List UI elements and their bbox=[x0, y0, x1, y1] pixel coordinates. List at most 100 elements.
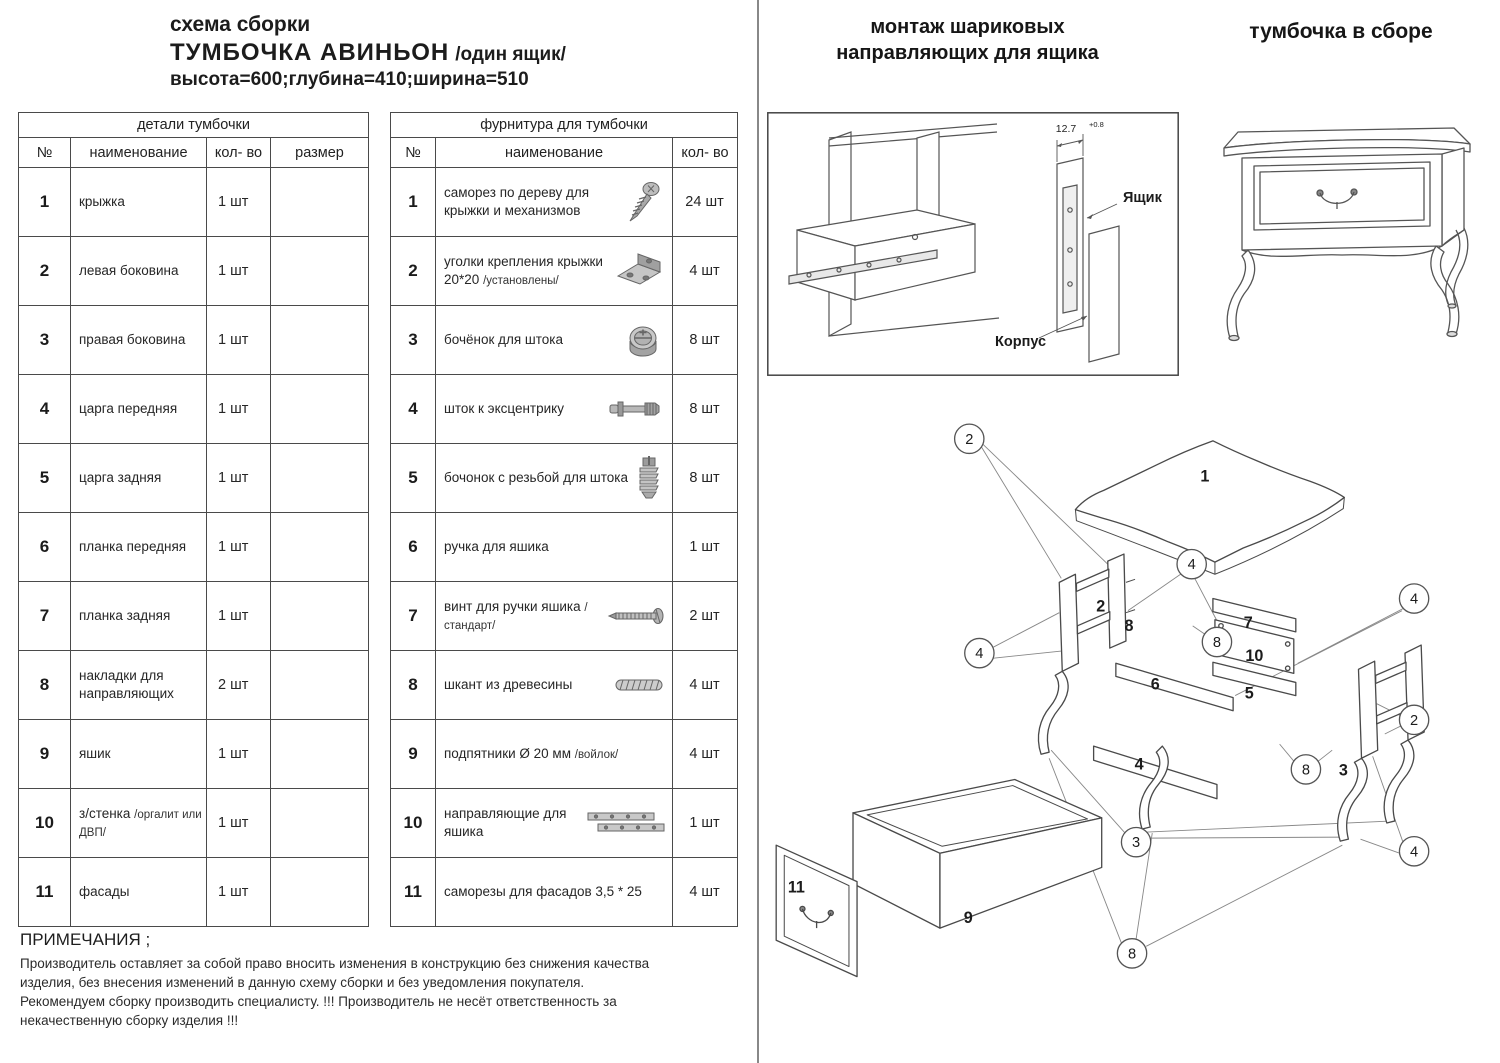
part-number: 9 bbox=[18, 719, 71, 789]
hardware-name: уголки крепления крыжки 20*20 /установле… bbox=[435, 236, 673, 306]
callout-circle: 4 bbox=[1398, 583, 1430, 614]
part-name: царга передняя bbox=[70, 374, 207, 444]
part-size bbox=[269, 443, 370, 513]
part-name: фасады bbox=[70, 857, 207, 927]
hardware-number: 3 bbox=[390, 305, 436, 375]
slide-detail-drawing bbox=[1038, 134, 1120, 363]
svg-text:8: 8 bbox=[1213, 635, 1221, 651]
svg-text:4: 4 bbox=[975, 646, 983, 662]
notes-section: ПРИМЕЧАНИЯ ; Производитель оставляет за … bbox=[20, 930, 668, 1031]
hardware-row: 11 саморезы для фасадов 3,5 * 25 4 шт bbox=[390, 857, 738, 927]
part-size bbox=[269, 719, 370, 789]
hardware-qty: 1 шт bbox=[672, 512, 738, 582]
hardware-table: фурнитура для тумбочки № наименование ко… bbox=[390, 112, 738, 927]
hardware-callouts: 2 4 4 8 4 2 8 3 4 8 bbox=[953, 423, 1430, 969]
part-label: 8 bbox=[1125, 617, 1134, 635]
callout-leader-lines bbox=[981, 442, 1404, 947]
col-header-name: наименование bbox=[70, 137, 207, 168]
callout-circle: 3 bbox=[1120, 826, 1152, 858]
hardware-table-title: фурнитура для тумбочки bbox=[390, 112, 738, 138]
part-label: 2 bbox=[1096, 598, 1105, 616]
vertical-divider bbox=[757, 0, 759, 1063]
hardware-row: 9 подпятники Ø 20 мм /войлок/ 4 шт bbox=[390, 719, 738, 789]
hardware-qty: 8 шт bbox=[672, 443, 738, 513]
part-number: 3 bbox=[18, 305, 71, 375]
part-size bbox=[269, 788, 370, 858]
doc-title: ТУМБОЧКА АВИНЬОН/один ящик/ bbox=[170, 39, 566, 67]
part-name: правая боковина bbox=[70, 305, 207, 375]
cabinet-drawing bbox=[788, 123, 1000, 338]
part-label: 3 bbox=[1339, 761, 1348, 779]
part-size bbox=[269, 581, 370, 651]
svg-text:2: 2 bbox=[1410, 713, 1418, 729]
part-number: 5 bbox=[18, 443, 71, 513]
callout-circle: 8 bbox=[1116, 938, 1148, 969]
hardware-qty: 1 шт bbox=[672, 788, 738, 858]
exploded-parts-drawing bbox=[775, 440, 1425, 978]
hardware-name: направляющие для яшика bbox=[435, 788, 673, 858]
hardware-name: бочёнок для штока bbox=[435, 305, 673, 375]
hardware-row: 7 винт для ручки яшика /стандарт/ 2 шт bbox=[390, 581, 738, 651]
slide-mounting-diagram: 12.7 +0.8 Ящик Корпус bbox=[767, 112, 1179, 376]
part-qty: 1 шт bbox=[206, 857, 271, 927]
exploded-view-diagram: 1 2 8 7 10 6 5 4 3 11 9 2 4 4 8 4 2 8 bbox=[760, 408, 1498, 1060]
svg-text:4: 4 bbox=[1410, 592, 1418, 608]
svg-text:3: 3 bbox=[1132, 835, 1140, 851]
part-qty: 1 шт bbox=[206, 374, 271, 444]
slide-dimension-tolerance: +0.8 bbox=[1089, 120, 1104, 129]
hardware-qty: 4 шт bbox=[672, 857, 738, 927]
hardware-qty: 24 шт bbox=[672, 167, 738, 237]
callout-circle: 2 bbox=[1398, 704, 1430, 736]
part-size bbox=[269, 305, 370, 375]
part-name: накладки для направляющих bbox=[70, 650, 207, 720]
hardware-name: шток к эксцентрику bbox=[435, 374, 673, 444]
part-number: 2 bbox=[18, 236, 71, 306]
part-name: з/стенка /оргалит или ДВП/ bbox=[70, 788, 207, 858]
parts-table: детали тумбочки № наименование кол- во р… bbox=[17, 112, 370, 927]
part-number: 4 bbox=[18, 374, 71, 444]
callout-circle: 4 bbox=[1176, 548, 1207, 580]
wood-screw-icon bbox=[618, 180, 668, 224]
col-header-qty: кол- во bbox=[672, 137, 738, 168]
part-qty: 1 шт bbox=[206, 719, 271, 789]
hardware-row: 1 саморез по дереву для крыжки и механиз… bbox=[390, 167, 738, 237]
hardware-number: 2 bbox=[390, 236, 436, 306]
hardware-number: 10 bbox=[390, 788, 436, 858]
body-label: Корпус bbox=[995, 334, 1046, 350]
hardware-name: саморез по дереву для крыжки и механизмо… bbox=[435, 167, 673, 237]
svg-text:4: 4 bbox=[1410, 844, 1418, 860]
svg-text:8: 8 bbox=[1302, 762, 1310, 778]
callout-circle: 4 bbox=[1398, 835, 1430, 867]
part-size bbox=[269, 374, 370, 444]
part-number: 7 bbox=[18, 581, 71, 651]
part-label: 5 bbox=[1245, 685, 1254, 703]
slide-dimension-value: 12.7 bbox=[1056, 123, 1077, 135]
hardware-number: 8 bbox=[390, 650, 436, 720]
part-size bbox=[269, 650, 370, 720]
hardware-row: 4 шток к эксцентрику 8 шт bbox=[390, 374, 738, 444]
cam-bolt-icon bbox=[608, 396, 668, 422]
part-qty: 1 шт bbox=[206, 305, 271, 375]
doc-title-variant: /один ящик/ bbox=[455, 44, 566, 66]
callout-circle: 8 bbox=[1290, 754, 1322, 785]
part-size bbox=[269, 167, 370, 237]
part-size bbox=[269, 512, 370, 582]
callout-circle: 2 bbox=[953, 423, 985, 455]
svg-text:8: 8 bbox=[1128, 946, 1136, 962]
hardware-qty: 8 шт bbox=[672, 305, 738, 375]
col-header-qty: кол- во bbox=[206, 137, 271, 168]
hardware-number: 1 bbox=[390, 167, 436, 237]
assembled-section-title: тумбочка в сборе bbox=[1249, 20, 1433, 43]
svg-text:4: 4 bbox=[1188, 557, 1196, 573]
hardware-row: 3 бочёнок для штока 8 шт bbox=[390, 305, 738, 375]
doc-dimensions: высота=600;глубина=410;ширина=510 bbox=[170, 69, 529, 91]
hardware-qty: 4 шт bbox=[672, 650, 738, 720]
threaded-barrel-icon bbox=[632, 454, 668, 502]
hardware-number: 9 bbox=[390, 719, 436, 789]
col-header-num: № bbox=[18, 137, 71, 168]
